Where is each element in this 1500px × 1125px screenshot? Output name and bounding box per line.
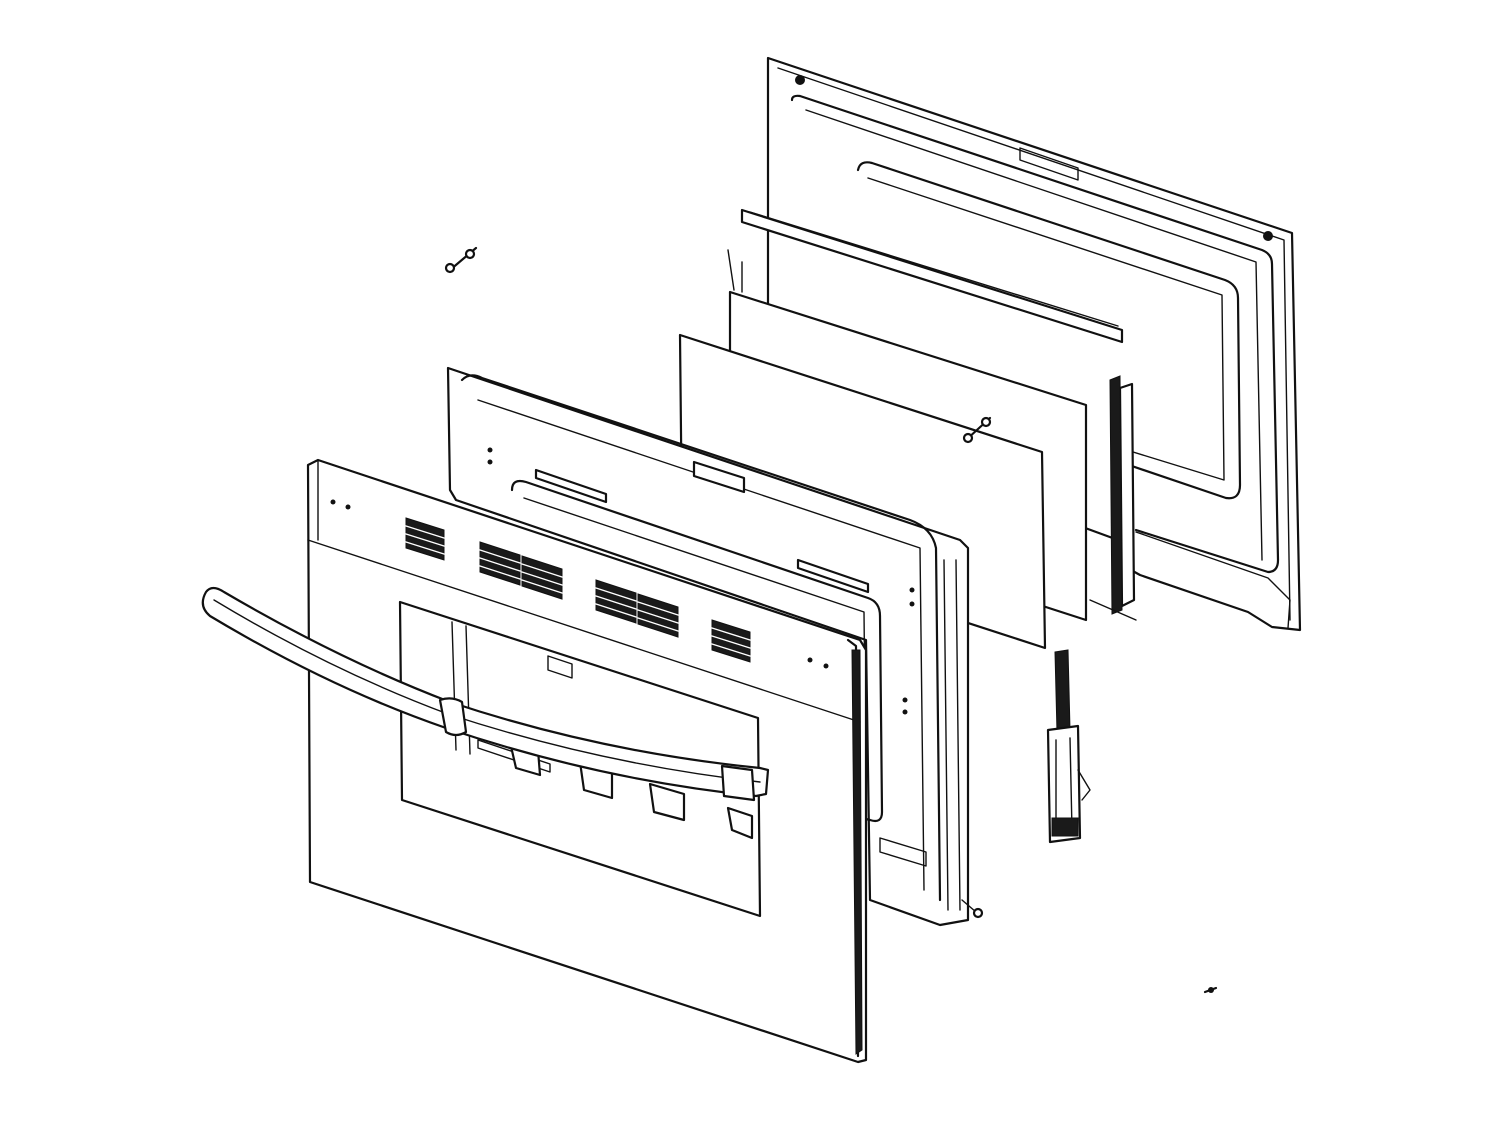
middle-door-frame bbox=[446, 366, 984, 927]
small-screw-middle bbox=[962, 416, 992, 444]
vent-grille-2 bbox=[479, 541, 521, 586]
small-screw-bottom bbox=[1203, 986, 1218, 994]
glass-retainer-bracket bbox=[740, 208, 1137, 621]
vent-grille-6 bbox=[711, 619, 751, 663]
door-hinge bbox=[1046, 649, 1091, 844]
small-screw-top bbox=[444, 246, 478, 274]
vent-grille-5 bbox=[637, 593, 679, 638]
vent-grille-4 bbox=[595, 579, 637, 624]
door-handle bbox=[201, 586, 770, 802]
vent-grille-1 bbox=[405, 517, 445, 561]
vent-grille-3 bbox=[521, 555, 563, 600]
